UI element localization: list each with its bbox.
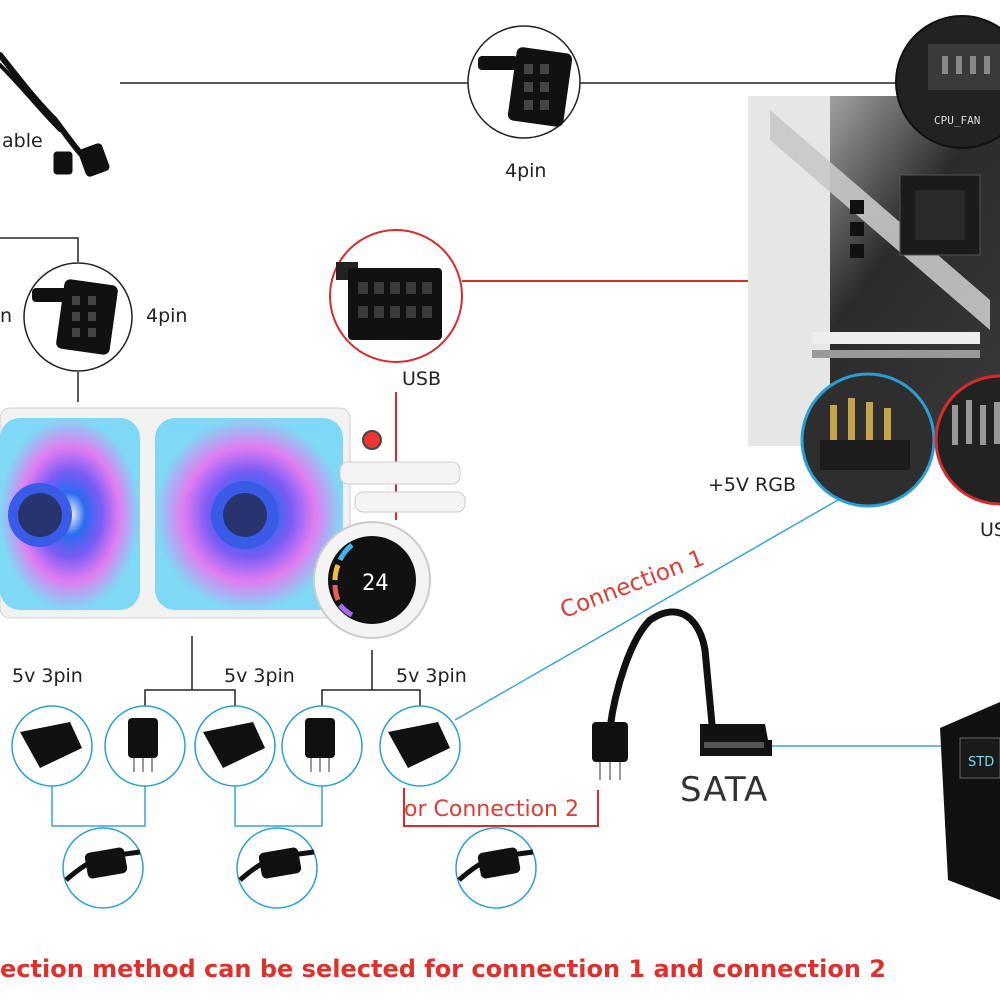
black-lines — [0, 82, 900, 708]
psu-badge: STD — [968, 755, 994, 770]
top-4pin-label: 4pin — [505, 160, 547, 182]
usb-right-label: US — [980, 519, 1000, 541]
connection-2-label: or Connection 2 — [404, 797, 579, 822]
pin3-label-c: 5v 3pin — [396, 665, 467, 687]
blue-lines — [51, 499, 948, 827]
pin3-label-a: 5v 3pin — [12, 665, 83, 687]
footer-note: ection method can be selected for connec… — [0, 955, 886, 983]
female-3pin-connector-icon-3 — [379, 705, 461, 787]
left-pin-label-cut: n — [0, 305, 13, 327]
usb-label: USB — [402, 368, 442, 390]
rgb-header-icon — [800, 372, 936, 508]
cpu-fan-label: CPU_FAN — [934, 114, 980, 127]
motherboard-icon — [748, 96, 1000, 446]
rgb-5v-label: +5V RGB — [708, 474, 797, 496]
splitter-connector-icon-3 — [455, 827, 537, 909]
splitter-connector-icon-2 — [236, 827, 318, 909]
splitter-connector-icon — [62, 827, 144, 909]
male-3pin-connector-icon-2 — [281, 705, 363, 787]
female-3pin-connector-icon — [11, 705, 93, 787]
male-3pin-connector-icon — [104, 705, 186, 787]
usb-header-closeup-icon — [934, 374, 1000, 506]
cpu-fan-header-closeup-icon: CPU_FAN — [895, 15, 1000, 149]
pump-temp-readout: 24 — [362, 571, 389, 596]
female-3pin-connector-icon-2 — [194, 705, 276, 787]
radiator-fans-icon — [0, 407, 466, 619]
fan-cable-icon — [0, 52, 110, 177]
usb-header-icon — [329, 229, 463, 363]
pin3-label-b: 5v 3pin — [224, 665, 295, 687]
sata-adapter-icon — [592, 608, 772, 780]
cable-label: able — [2, 130, 43, 152]
left-4pin-connector-icon — [23, 262, 133, 372]
pump-display-icon: 24 — [313, 521, 431, 639]
left-4pin-label: 4pin — [146, 305, 188, 327]
power-supply-icon: STD — [940, 702, 1000, 900]
4pin-connector-icon — [467, 25, 581, 139]
sata-label: SATA — [680, 770, 769, 810]
